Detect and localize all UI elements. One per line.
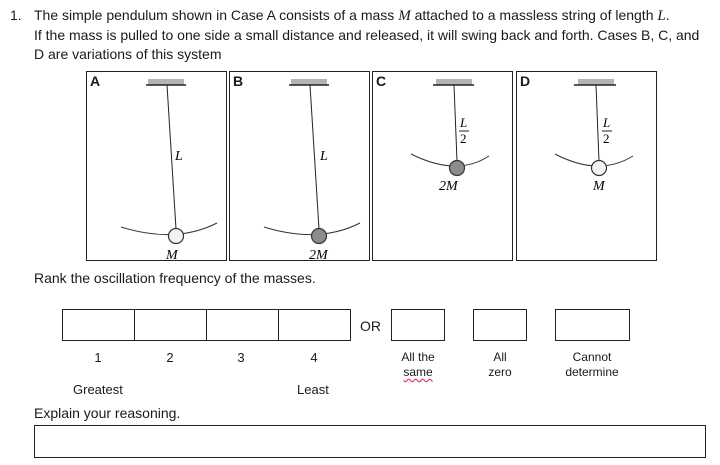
rank-box-4[interactable] bbox=[278, 309, 351, 341]
rank-number: 3 bbox=[237, 350, 245, 365]
rank-box-3[interactable] bbox=[206, 309, 279, 341]
case-label: C bbox=[376, 73, 387, 89]
pendulum-a: L M bbox=[120, 79, 218, 262]
length-label-numerator: L bbox=[459, 115, 467, 130]
mass-label: 2M bbox=[309, 248, 329, 262]
pendulum-mass bbox=[590, 159, 608, 177]
rank-box-1[interactable] bbox=[62, 309, 135, 341]
rank-number: 1 bbox=[94, 350, 102, 365]
length-label-numerator: L bbox=[602, 115, 610, 130]
pendulum-mass bbox=[310, 227, 328, 245]
all-zero-label: All zero bbox=[488, 350, 512, 379]
all-same-box[interactable] bbox=[391, 309, 445, 341]
question-text: The simple pendulum shown in Case A cons… bbox=[34, 7, 700, 62]
length-label-denominator: 2 bbox=[603, 131, 610, 146]
pendulum-b: L 2M bbox=[263, 79, 361, 262]
case-d-panel: D L 2 M bbox=[516, 71, 657, 261]
case-label: B bbox=[233, 73, 244, 89]
length-label: L bbox=[174, 149, 183, 164]
pendulum-string bbox=[166, 84, 177, 230]
case-a-panel: A L M bbox=[86, 71, 227, 262]
explain-label: Explain your reasoning. bbox=[34, 405, 181, 421]
ranking-prompt: Rank the oscillation frequency of the ma… bbox=[34, 270, 316, 286]
ceiling-mount bbox=[436, 79, 472, 85]
mass-label: M bbox=[592, 179, 606, 194]
pendulum-c: L 2 2M bbox=[410, 79, 490, 194]
rank-number: 2 bbox=[166, 350, 174, 365]
pendulum-d: L 2 M bbox=[554, 79, 634, 194]
ceiling-mount bbox=[291, 79, 327, 85]
mass-symbol: M bbox=[398, 8, 411, 24]
cannot-determine-label: Cannot determine bbox=[565, 350, 619, 379]
pendulum-string bbox=[309, 84, 320, 230]
all-same-label: All the same bbox=[401, 350, 435, 379]
rank-number: 4 bbox=[310, 350, 318, 365]
pendulum-string bbox=[453, 84, 458, 162]
all-zero-box[interactable] bbox=[473, 309, 527, 341]
mass-label: M bbox=[165, 248, 179, 262]
pendulum-mass bbox=[448, 159, 466, 177]
case-label: D bbox=[520, 73, 531, 89]
question-number: 1. bbox=[10, 7, 22, 23]
greatest-label: Greatest bbox=[73, 382, 123, 397]
explanation-input[interactable] bbox=[34, 425, 706, 458]
or-label: OR bbox=[360, 318, 381, 334]
cannot-determine-box[interactable] bbox=[555, 309, 630, 341]
case-b-panel: B L 2M bbox=[229, 71, 370, 262]
ceiling-mount bbox=[148, 79, 184, 85]
case-c-panel: C L 2 2M bbox=[372, 71, 513, 261]
length-symbol: L bbox=[657, 8, 666, 24]
pendulum-string bbox=[595, 84, 600, 162]
pendulum-mass bbox=[167, 227, 185, 245]
length-label-denominator: 2 bbox=[460, 131, 467, 146]
ceiling-mount bbox=[578, 79, 614, 85]
question-line2: If the mass is pulled to one side a smal… bbox=[34, 27, 700, 62]
length-label: L bbox=[319, 149, 328, 164]
least-label: Least bbox=[297, 382, 329, 397]
rank-box-2[interactable] bbox=[134, 309, 207, 341]
case-label: A bbox=[90, 73, 101, 89]
mass-label: 2M bbox=[439, 179, 459, 194]
